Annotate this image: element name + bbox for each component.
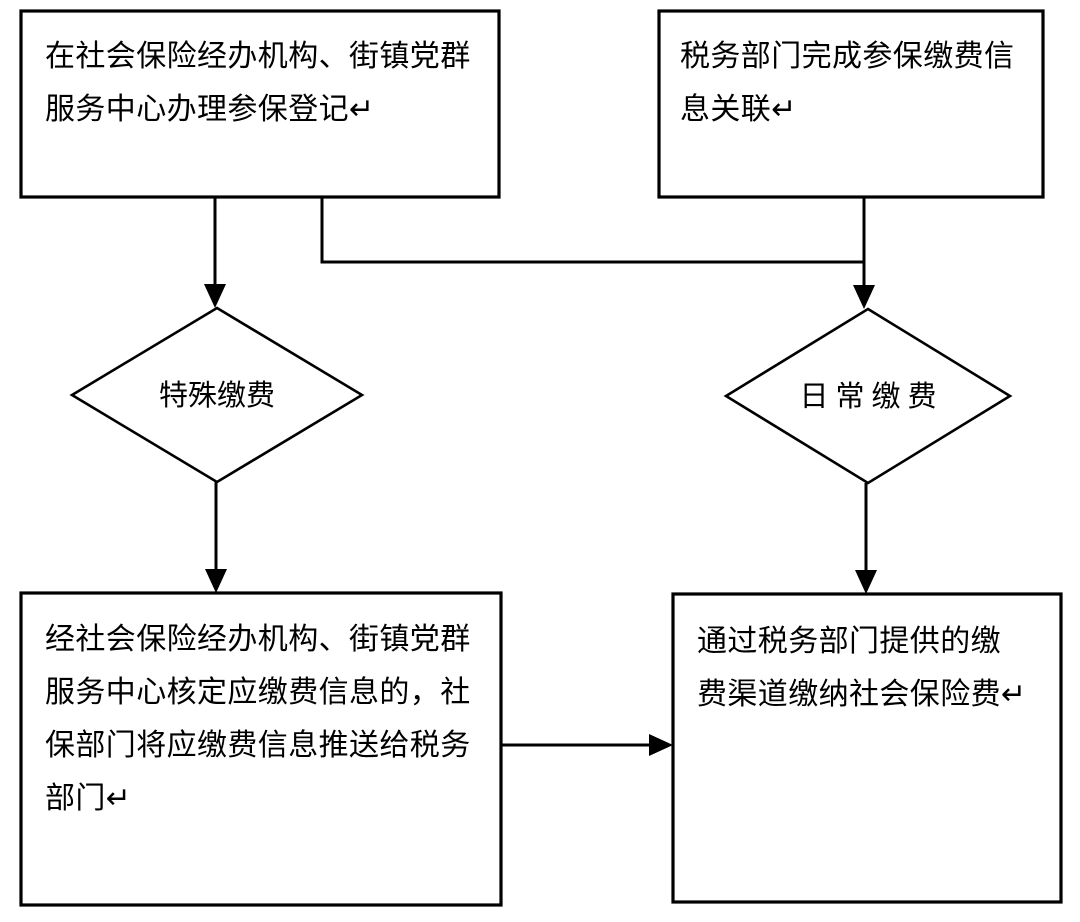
node-registration-office-label: 在社会保险经办机构、街镇党群服务中心办理参保登记↵ [45, 40, 471, 126]
edge-tax-to-daily [853, 197, 875, 309]
node-tax-link-shape [657, 9, 1045, 199]
edge-daily-to-channel [855, 483, 877, 594]
edge-special-to-push [205, 482, 227, 593]
node-tax-link-label: 税务部门完成参保缴费信息关联↵ [680, 40, 1015, 126]
edge-reg-to-daily [320, 197, 864, 264]
node-pay-channel-shape [671, 592, 1063, 904]
node-approve-and-push-shape [19, 591, 503, 907]
node-registration-office-shape [19, 9, 501, 199]
node-approve-and-push-label: 经社会保险经办机构、街镇党群服务中心核定应缴费信息的，社保部门将应缴费信息推送给… [45, 623, 471, 815]
edge-push-to-channel [502, 734, 673, 756]
node-daily-payment-shape [723, 307, 1013, 485]
edge-reg-to-special [204, 197, 226, 308]
node-special-payment-label: 特殊缴费 [158, 380, 275, 412]
node-daily-payment-label: 日常缴费 [799, 381, 944, 413]
node-pay-channel-label: 通过税务部门提供的缴费渠道缴纳社会保险费↵ [697, 625, 1027, 711]
